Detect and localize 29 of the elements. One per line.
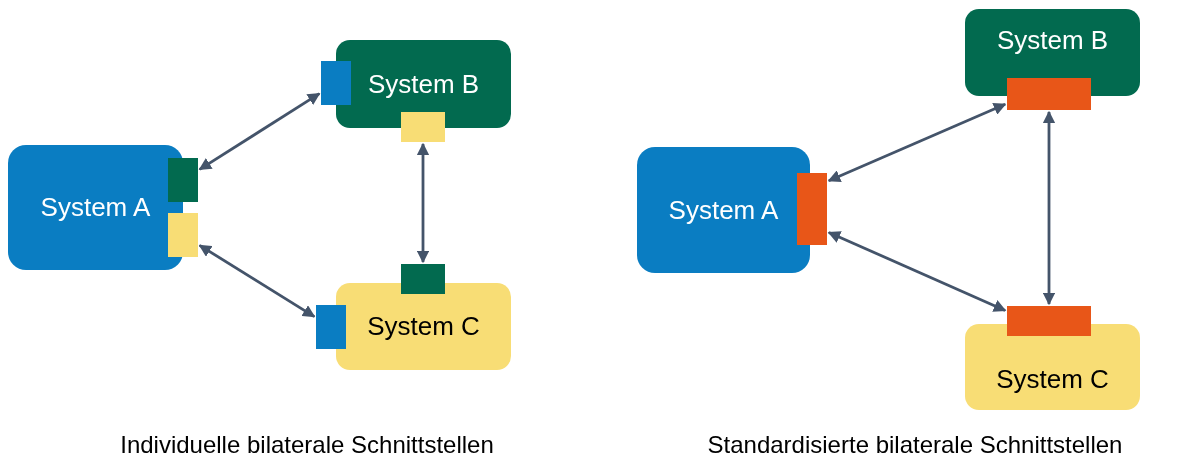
interface-block [1007,306,1091,336]
system-box [336,40,511,128]
caption: Standardisierte bilaterale Schnittstellen [707,431,1123,459]
double-arrow [198,92,321,171]
interface-block [797,173,827,245]
interface-block [1007,78,1091,110]
interface-block [401,112,445,142]
system-box [8,145,183,270]
double-arrow [416,142,430,264]
interface-block [321,61,351,105]
system-box [336,283,511,370]
system-box [965,9,1140,96]
interface-block [401,264,445,294]
system-box [637,147,810,273]
system-label: System C [996,363,1109,395]
double-arrow [827,231,1007,312]
double-arrow [1042,110,1056,306]
interface-block [168,213,198,257]
system-label: System B [367,68,480,100]
interface-block [168,158,198,202]
system-label: System B [996,25,1109,56]
system-label: System C [367,311,480,342]
system-label: System A [40,192,151,223]
system-label: System A [668,194,779,226]
interface-block [316,305,346,349]
caption: Individuelle bilaterale Schnittstellen [120,431,494,459]
system-box [965,324,1140,410]
double-arrow [198,244,316,318]
double-arrow [827,103,1007,182]
